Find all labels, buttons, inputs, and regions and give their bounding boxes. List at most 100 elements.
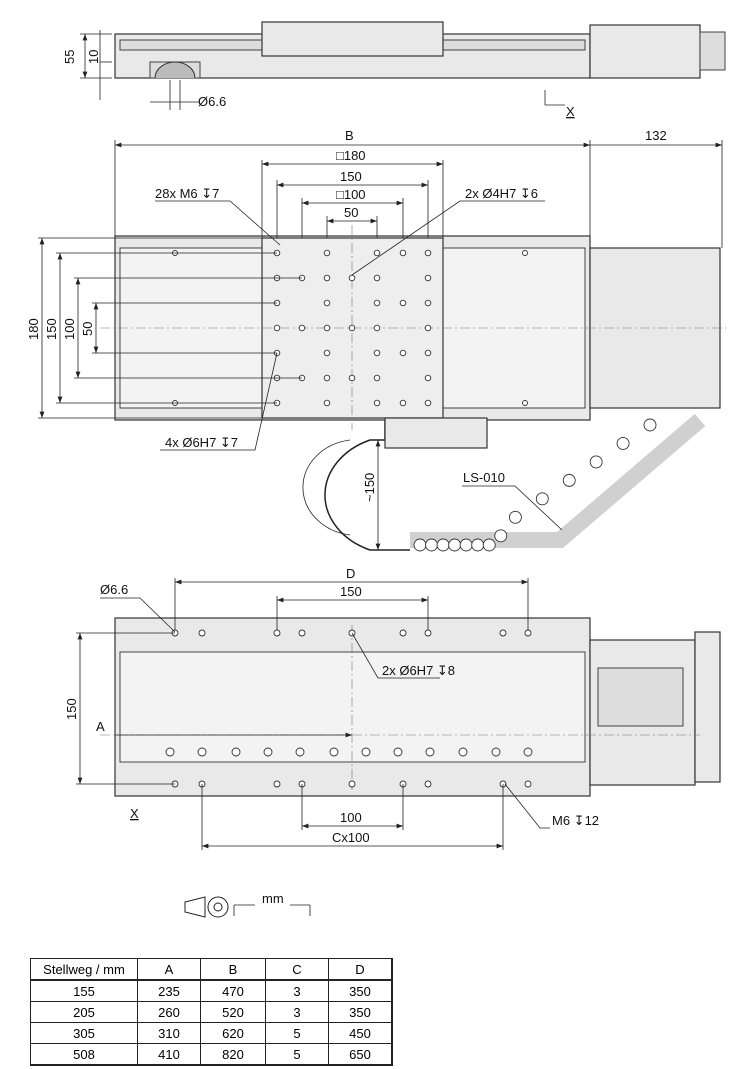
hole-icon: [373, 299, 381, 307]
hole-icon: [348, 374, 356, 382]
callout-m6-thread: M6 ↧12: [552, 813, 599, 828]
cell: 350: [328, 979, 393, 1002]
hole-icon: [373, 399, 381, 407]
callout-2x-pins: 2x Ø4H7 ↧6: [465, 186, 538, 201]
dim-square-180: □180: [336, 148, 366, 163]
cell: 205: [30, 1001, 138, 1023]
ref-x-label: X: [566, 104, 575, 119]
hole-icon: [413, 538, 427, 552]
hole-icon: [165, 747, 175, 757]
hole-icon: [348, 274, 356, 282]
cell: 470: [200, 979, 266, 1002]
hole-icon: [424, 249, 432, 257]
hole-icon: [643, 418, 657, 432]
dim-base-10: 10: [86, 50, 101, 64]
hole-icon: [399, 629, 407, 637]
hole-icon: [373, 274, 381, 282]
cell: 620: [200, 1022, 266, 1044]
side-view: 55 10 Ø6.6 X: [62, 21, 726, 119]
cell: 3: [265, 979, 329, 1002]
dim-v-150: 150: [44, 318, 59, 340]
hole-icon: [424, 324, 432, 332]
hole-icon: [523, 747, 533, 757]
header-a: A: [137, 958, 201, 981]
hole-icon: [535, 492, 549, 506]
hole-icon: [491, 747, 501, 757]
hole-icon: [393, 747, 403, 757]
dim-150-bottom: 150: [340, 584, 362, 599]
dim-hole-diameter-bottom: Ø6.6: [100, 582, 128, 597]
hole-icon: [373, 349, 381, 357]
hole-icon: [508, 510, 522, 524]
dim-length-b: B: [345, 128, 354, 143]
dim-v-50: 50: [80, 322, 95, 336]
hole-icon: [424, 274, 432, 282]
hole-icon: [197, 747, 207, 757]
hole-icon: [399, 249, 407, 257]
cell: 520: [200, 1001, 266, 1023]
hole-icon: [273, 324, 281, 332]
hole-icon: [348, 780, 356, 788]
hole-icon: [273, 780, 281, 788]
unit-label: mm: [262, 891, 284, 906]
cell: 650: [328, 1043, 393, 1066]
hole-icon: [273, 629, 281, 637]
hole-icon: [263, 747, 273, 757]
hole-icon: [361, 747, 371, 757]
hole-icon: [323, 349, 331, 357]
top-view: B 132 □180 150 □100 50 28x M6 ↧7 2x Ø4H7…: [26, 128, 730, 552]
hole-icon: [424, 780, 432, 788]
hole-icon: [589, 455, 603, 469]
hole-icon: [424, 299, 432, 307]
cell: 305: [30, 1022, 138, 1044]
dim-c: Cx100: [332, 830, 370, 845]
hole-icon: [373, 324, 381, 332]
hole-icon: [436, 538, 450, 552]
dim-50: 50: [344, 205, 358, 220]
header-stroke: Stellweg / mm: [30, 958, 138, 981]
cell: 310: [137, 1022, 201, 1044]
hole-icon: [323, 324, 331, 332]
hole-icon: [348, 324, 356, 332]
hole-icon: [471, 538, 485, 552]
hole-icon: [323, 274, 331, 282]
projection-symbol: mm: [184, 891, 311, 918]
hole-icon: [524, 780, 532, 788]
hole-icon: [373, 249, 381, 257]
cell: 260: [137, 1001, 201, 1023]
hole-icon: [458, 747, 468, 757]
hole-icon: [616, 437, 630, 450]
hole-icon: [459, 538, 473, 552]
cell: 5: [265, 1022, 329, 1044]
cell: 3: [265, 1001, 329, 1023]
hole-icon: [231, 747, 241, 757]
hole-icon: [399, 299, 407, 307]
dim-motor-132: 132: [645, 128, 667, 143]
dim-v-100: 100: [62, 318, 77, 340]
hole-icon: [424, 629, 432, 637]
hole-icon: [562, 473, 576, 487]
dim-100: 100: [340, 810, 362, 825]
hole-icon: [424, 374, 432, 382]
header-b: B: [200, 958, 266, 981]
hole-icon: [448, 538, 462, 552]
dim-square-100: □100: [336, 187, 366, 202]
cable-chain-label: LS-010: [463, 470, 505, 485]
header-c: C: [265, 958, 329, 981]
cell: 410: [137, 1043, 201, 1066]
cell: 820: [200, 1043, 266, 1066]
cell: 350: [328, 1001, 393, 1023]
dim-d: D: [346, 566, 355, 581]
hole-icon: [298, 324, 306, 332]
dim-a: A: [96, 719, 105, 734]
dim-150: 150: [340, 169, 362, 184]
cell: 235: [137, 979, 201, 1002]
hole-icon: [494, 529, 508, 543]
hole-icon: [323, 374, 331, 382]
hole-icon: [524, 629, 532, 637]
